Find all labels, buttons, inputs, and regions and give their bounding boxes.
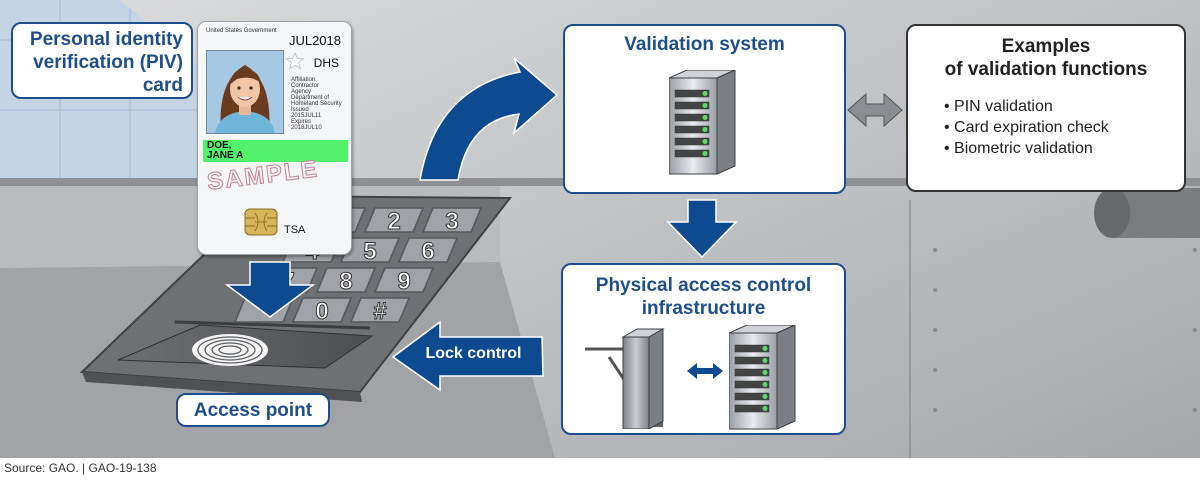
keypad-key-label: 8: [339, 268, 352, 295]
validation-system-box: Validation system: [563, 24, 846, 194]
keypad-key: 3: [421, 207, 483, 236]
access-point-label-box: Access point: [176, 393, 330, 427]
piv-label-line: card: [142, 75, 183, 96]
pac-title-line: Physical access control: [595, 275, 812, 296]
card-field-label: Issued: [291, 107, 309, 113]
keypad-key: #: [349, 297, 411, 326]
card-org: TSA: [284, 224, 306, 236]
card-issued: 2015JUL11: [291, 113, 322, 119]
pac-title-line: infrastructure: [641, 298, 766, 319]
arrow-down-icon: [224, 261, 316, 318]
card-expires: 2018JUL10: [291, 125, 322, 131]
list-item: Card expiration check: [944, 117, 1109, 138]
cardholder-photo: [206, 50, 284, 134]
name-line: JANE A: [207, 150, 244, 161]
server-icon: [729, 325, 796, 430]
keypad-key: 6: [397, 237, 459, 266]
keypad-key-label: #: [373, 298, 386, 325]
cardholder-name: DOE, JANE A: [203, 140, 348, 162]
examples-title-line: Examples: [1001, 36, 1091, 57]
card-affiliation: Contractor: [291, 83, 320, 89]
physical-access-control-box: Physical access control infrastructure: [561, 263, 846, 435]
lock-control-arrow: [391, 320, 544, 392]
piv-card: United States Government JUL2018 DHS Aff…: [197, 21, 352, 255]
curved-arrow-icon: [419, 57, 559, 181]
lock-control-label: Lock control: [425, 345, 522, 362]
card-issuer: United States Government: [206, 28, 277, 34]
server-icon: [669, 70, 736, 175]
list-item: PIN validation: [944, 96, 1109, 117]
card-agency-line: Homeland Security: [291, 101, 342, 107]
star-icon: [286, 52, 304, 70]
double-arrow-icon: [847, 92, 903, 128]
validation-functions-list: PIN validation Card expiration check Bio…: [944, 96, 1109, 159]
keypad-key: 2: [363, 207, 425, 236]
keypad-key: 8: [315, 267, 377, 296]
keypad-key-label: 0: [315, 298, 328, 325]
chip-icon: [244, 208, 278, 236]
card-field-label: Agency: [291, 89, 312, 95]
keypad-key-label: 5: [363, 238, 376, 265]
keypad-key: 9: [373, 267, 435, 296]
card-field-label: Affiliation: [291, 77, 316, 83]
validation-system-title: Validation system: [624, 34, 785, 55]
card-field-label: Expires: [291, 119, 312, 125]
keypad-key: 5: [339, 237, 401, 266]
keypad-key-label: 2: [387, 208, 400, 235]
piv-label-line: verification (PIV): [33, 52, 183, 73]
examples-title-line: of validation functions: [944, 59, 1148, 80]
list-item: Biometric validation: [944, 138, 1109, 159]
keypad-key-label: 3: [445, 208, 458, 235]
piv-card-label: Personal identity verification (PIV) car…: [11, 22, 193, 99]
keypad-key: 0: [291, 297, 353, 326]
name-line: DOE,: [207, 140, 232, 151]
keypad-key-label: 6: [421, 238, 434, 265]
card-date: JUL2018: [288, 33, 341, 48]
piv-label-line: Personal identity: [29, 29, 183, 50]
arrow-down-icon: [666, 199, 738, 259]
validation-functions-box: Examples of validation functions PIN val…: [906, 24, 1186, 192]
card-agency-line: Department of: [291, 95, 330, 101]
card-agency: DHS: [313, 56, 339, 70]
turnstile-icon: [585, 328, 665, 429]
keypad-key-label: 9: [397, 268, 410, 295]
source-footer: Source: GAO. | GAO-19-138: [4, 461, 157, 475]
access-point-label: Access point: [193, 400, 313, 421]
double-arrow-icon: [687, 363, 723, 379]
